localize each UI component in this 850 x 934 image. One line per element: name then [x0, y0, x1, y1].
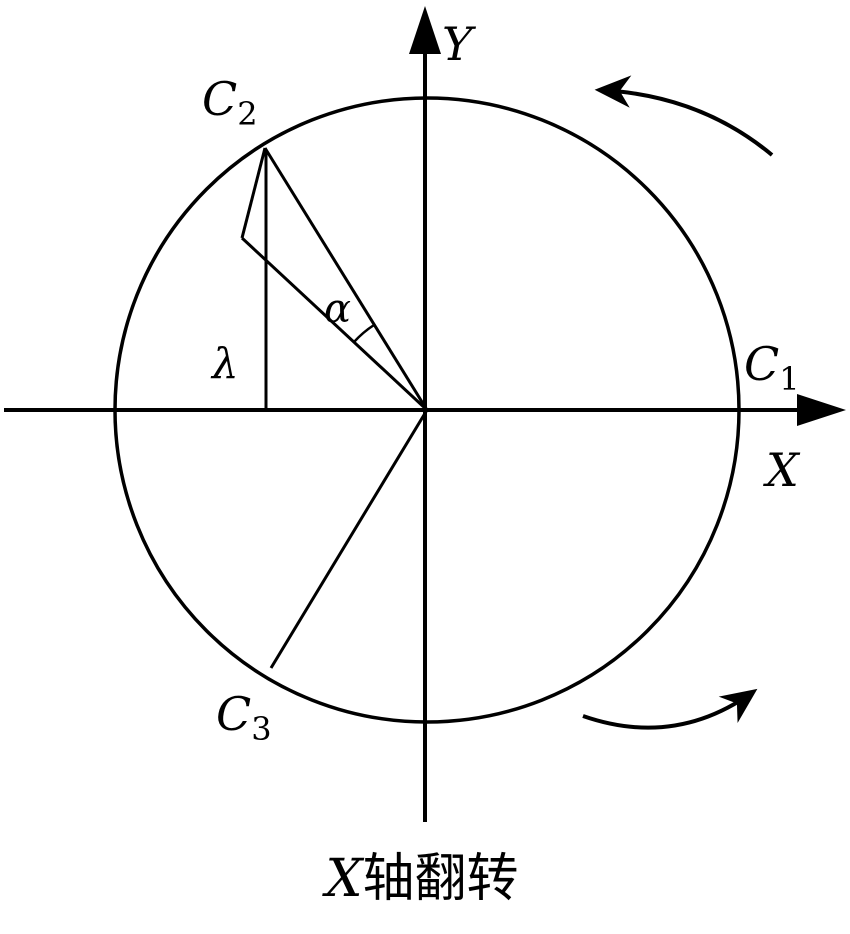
point-label-c3-letter: C [216, 687, 251, 741]
point-label-c3-subscript: 3 [251, 710, 271, 748]
y-axis-label: Y [442, 17, 477, 71]
y-axis-arrowhead-icon [409, 6, 441, 54]
point-label-c1: C1 [744, 337, 800, 398]
alpha-angle-arc [353, 323, 375, 343]
x-axis-arrowhead-icon [797, 394, 846, 426]
point-label-c1-letter: C [744, 337, 779, 391]
x-axis-label: X [763, 443, 801, 497]
radius-line-to-c3 [269, 409, 429, 669]
figure-caption-text: 轴翻转 [363, 849, 519, 909]
secondary-line-from-origin [240, 236, 429, 412]
c2-connector-segment [240, 147, 267, 239]
radius-line-to-c2 [263, 147, 429, 411]
rotation-arrow-top-icon [594, 75, 774, 157]
figure-caption-x-letter: X [321, 849, 364, 909]
figure-caption: X轴翻转 [321, 849, 518, 909]
point-label-c2-letter: C [202, 72, 237, 126]
point-label-c2-subscript: 2 [237, 95, 257, 133]
alpha-angle-label: α [324, 286, 351, 332]
rotation-arrow-bottom-icon [582, 688, 758, 730]
point-label-c1-subscript: 1 [779, 360, 799, 398]
point-label-c3: C3 [216, 687, 272, 748]
lambda-angle-label: λ [210, 339, 239, 388]
point-label-c2: C2 [202, 72, 258, 133]
